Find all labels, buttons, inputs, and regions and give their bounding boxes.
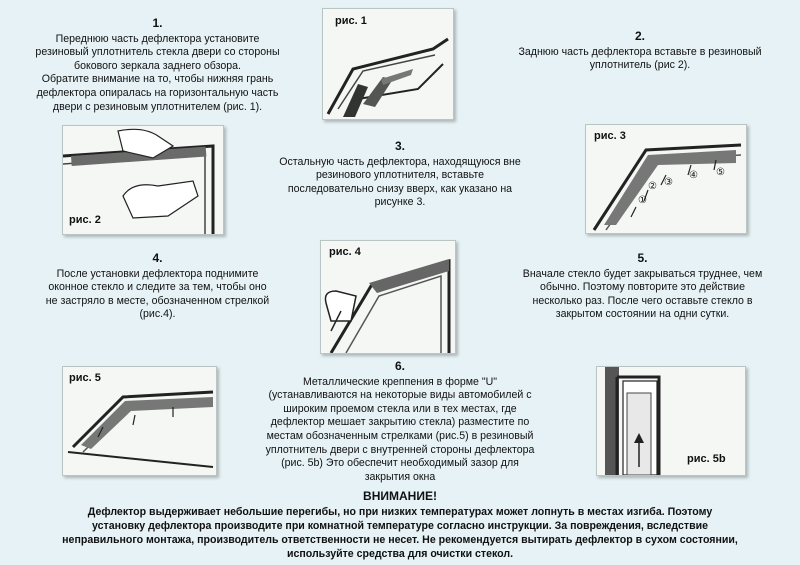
step-5-number: 5. [637, 251, 648, 265]
step-2-number: 2. [634, 29, 645, 43]
figure-3-drawing [592, 143, 742, 231]
figure-5-drawing [67, 390, 214, 468]
step-1-text: Переднюю часть дефлектора установите рез… [35, 32, 280, 113]
step-6-text: Металлические креппения в форме "U" (уст… [265, 375, 535, 483]
step-3: 3. Остальную часть дефлектора, находящую… [245, 139, 555, 210]
step-2: 2. Заднюю часть дефлектора вставьте в ре… [495, 29, 785, 73]
warning-title: ВНИМАНИЕ! [363, 489, 437, 503]
figure-1-label: рис. 1 [335, 15, 367, 27]
step-4: 4. После установки дефлектора поднимите … [15, 251, 300, 322]
step-5-text: Вначале стекло будет закрываться труднее… [522, 267, 763, 321]
figure-3-num-4: ④ [689, 170, 698, 181]
figure-5b: рис. 5b [596, 366, 746, 476]
warning-text: Дефлектор выдерживает небольшие перегибы… [62, 506, 738, 560]
figure-4-drawing [324, 258, 451, 353]
step-1: 1. Переднюю часть дефлектора установите … [15, 16, 300, 114]
figure-3-num-1: ① [638, 195, 647, 206]
step-6: 6. Металлические креппения в форме "U" (… [230, 359, 570, 484]
figure-3-num-3: ③ [664, 177, 673, 188]
figure-1-drawing [326, 37, 449, 117]
step-1-number: 1. [152, 16, 163, 30]
step-3-number: 3. [394, 139, 405, 153]
step-6-number: 6. [394, 359, 405, 373]
figure-4: рис. 4 [320, 240, 456, 354]
step-4-text: После установки дефлектора поднимите око… [45, 267, 270, 321]
figure-5: рис. 5 [62, 366, 217, 476]
figure-2-label: рис. 2 [69, 214, 101, 226]
figure-5b-label: рис. 5b [687, 453, 726, 465]
figure-4-label: рис. 4 [329, 246, 361, 258]
step-2-text: Заднюю часть дефлектора вставьте в резин… [518, 45, 762, 72]
figure-3-label: рис. 3 [594, 130, 626, 142]
figure-5b-drawing [605, 367, 661, 475]
step-3-text: Остальную часть дефлектора, находящуюся … [279, 155, 521, 209]
figure-3: рис. 3 ① ② ③ ④ ⑤ [585, 124, 747, 234]
step-4-number: 4. [152, 251, 163, 265]
figure-3-num-5: ⑤ [716, 167, 725, 178]
step-5: 5. Вначале стекло будет закрываться труд… [495, 251, 790, 322]
figure-5-label: рис. 5 [69, 372, 101, 384]
figure-2: рис. 2 [62, 125, 224, 235]
figure-1: рис. 1 [322, 8, 454, 120]
figure-2-drawing [63, 128, 215, 234]
figure-3-num-2: ② [648, 181, 657, 192]
